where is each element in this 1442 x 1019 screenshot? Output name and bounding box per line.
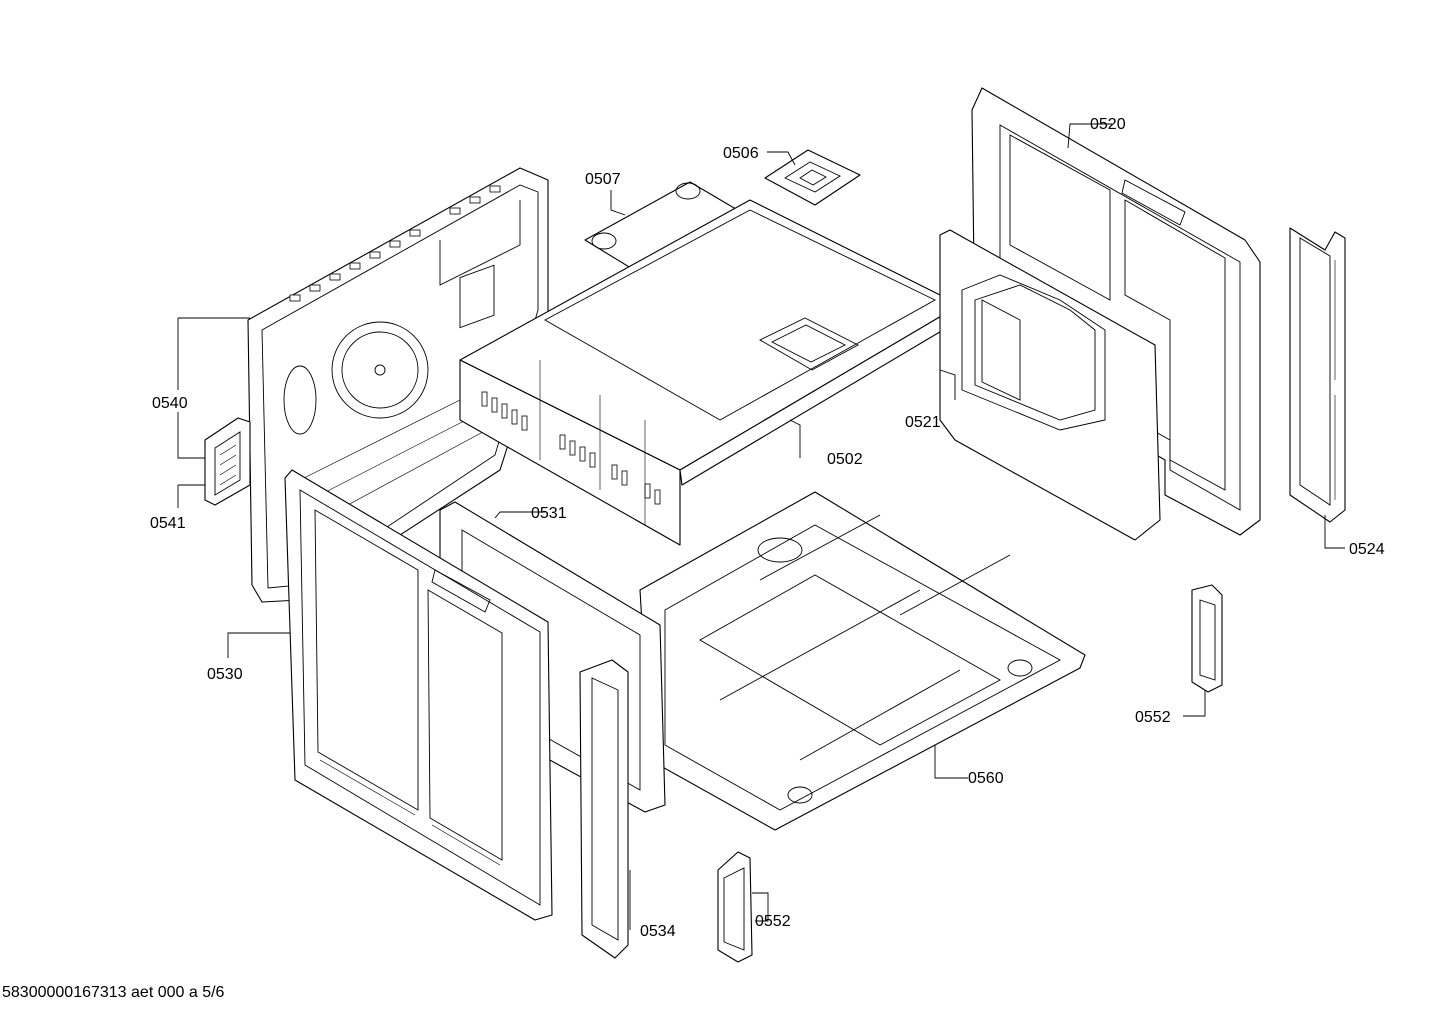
label-0531[interactable]: 0531: [531, 505, 567, 522]
label-0560[interactable]: 0560: [968, 770, 1004, 787]
part-0502-cavity-box[interactable]: [459, 199, 961, 546]
part-labels: 0520 0506 0507 0540 0521 0502 0531 0541 …: [150, 116, 1385, 940]
label-0502[interactable]: 0502: [827, 451, 863, 468]
label-0540[interactable]: 0540: [152, 395, 188, 412]
label-0506[interactable]: 0506: [723, 145, 759, 162]
document-id: 58300000167313 aet 000 a 5/6: [2, 984, 225, 1001]
part-0530-front-frame[interactable]: [284, 469, 553, 921]
part-0524-vertical-rail[interactable]: [1289, 227, 1346, 523]
part-0552-clip-upper[interactable]: [1191, 584, 1223, 693]
part-0541-bracket-plate[interactable]: [204, 417, 251, 506]
label-0534[interactable]: 0534: [640, 923, 676, 940]
part-0560-bottom-frame[interactable]: [639, 491, 1086, 831]
label-0524[interactable]: 0524: [1349, 541, 1385, 558]
label-0521[interactable]: 0521: [905, 414, 941, 431]
label-0552-lower[interactable]: 0552: [755, 913, 791, 930]
label-0530[interactable]: 0530: [207, 666, 243, 683]
label-0552-upper[interactable]: 0552: [1135, 709, 1171, 726]
part-0552-clip-lower[interactable]: [717, 851, 753, 963]
leader-lines: [177, 123, 1345, 930]
label-0507[interactable]: 0507: [585, 171, 621, 188]
label-0520[interactable]: 0520: [1090, 116, 1126, 133]
part-0521-side-frame[interactable]: [939, 229, 1161, 541]
part-0506-cap[interactable]: [764, 149, 861, 206]
part-0534-vertical-rail[interactable]: [579, 659, 629, 959]
label-0541[interactable]: 0541: [150, 515, 186, 532]
vent-slots-0502: [481, 391, 661, 505]
vent-slots-0540: [289, 185, 501, 302]
